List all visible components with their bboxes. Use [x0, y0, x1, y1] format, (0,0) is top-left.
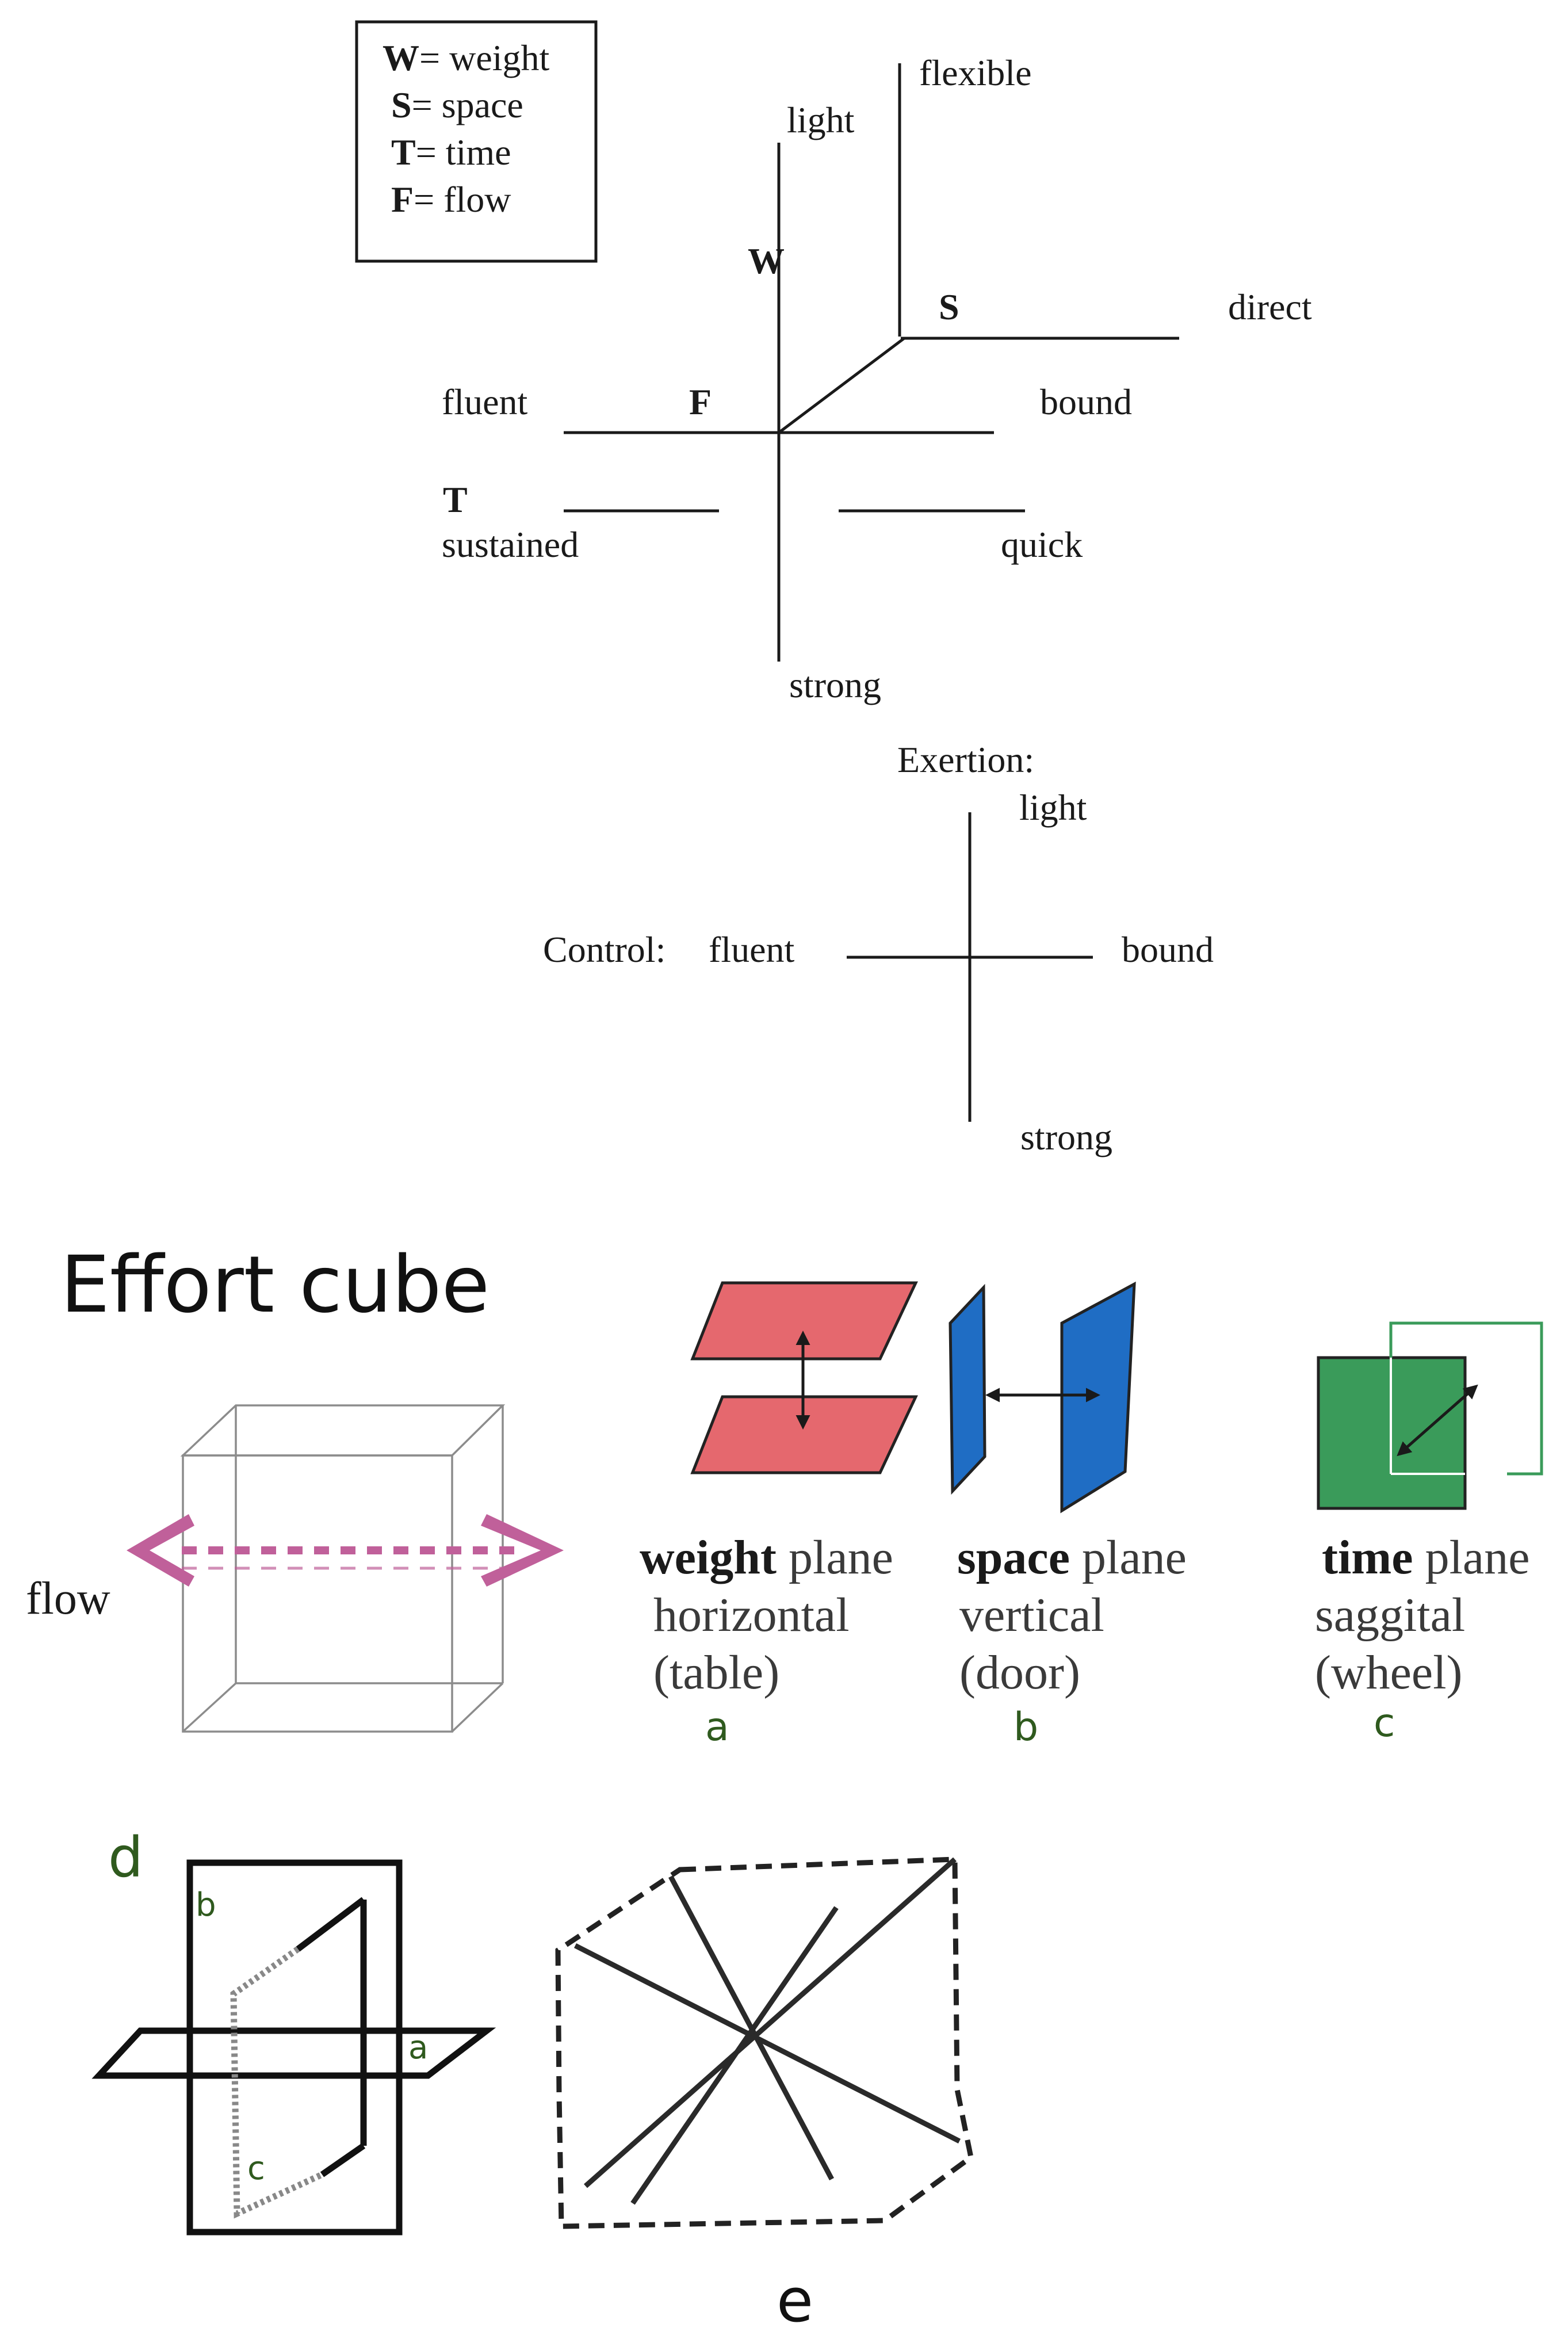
- label-direct: direct: [1228, 286, 1312, 327]
- legend-t-key: T: [391, 132, 416, 173]
- label-exertion-strong: strong: [1020, 1117, 1112, 1157]
- weight-plane-bottom: [690, 1395, 918, 1474]
- legend-f-key: F: [391, 179, 414, 220]
- legend-w-key: W: [383, 37, 419, 78]
- label-fluent: fluent: [442, 381, 528, 422]
- plane-c-outline: [230, 1946, 324, 2219]
- time-plane-line3: (wheel): [1315, 1646, 1463, 1699]
- figure-d-label: d: [108, 1825, 143, 1890]
- label-exertion-light: light: [1019, 787, 1087, 828]
- svg-text:S= space: S= space: [391, 85, 523, 125]
- weight-plane: weight plane horizontal (table) a: [640, 1281, 918, 1750]
- plane-a-outline: [91, 2027, 496, 2079]
- label-f-axis: F: [689, 381, 712, 422]
- label-control: Control:: [543, 929, 666, 970]
- label-light: light: [787, 100, 855, 140]
- legend-frame: [355, 20, 598, 263]
- time-plane: time plane saggital (wheel) c: [1315, 1321, 1543, 1746]
- effort-axes-3d: light flexible W S direct fluent F bound…: [442, 52, 1312, 705]
- svg-text:time plane: time plane: [1322, 1531, 1529, 1584]
- label-exertion: Exertion:: [897, 739, 1034, 780]
- weight-plane-letter: a: [705, 1705, 729, 1750]
- time-plane-letter: c: [1374, 1701, 1395, 1746]
- space-plane-line3: (door): [959, 1646, 1080, 1699]
- space-plane-line2: vertical: [959, 1588, 1104, 1642]
- svg-text:W= weight: W= weight: [383, 37, 550, 78]
- figure-e-label: e: [777, 2265, 813, 2336]
- space-axis-diagonal: [778, 337, 905, 434]
- figure-d: d b a c: [91, 1825, 496, 2236]
- label-w-axis: W: [748, 240, 785, 281]
- space-plane-rest: plane: [1070, 1531, 1187, 1584]
- space-plane: space plane vertical (door) b: [949, 1281, 1187, 1750]
- label-flexible: flexible: [919, 52, 1031, 93]
- time-plane-rest: plane: [1413, 1531, 1530, 1584]
- legend-s-text: = space: [412, 85, 523, 125]
- label-quick: quick: [1001, 524, 1083, 565]
- label-bound: bound: [1040, 381, 1132, 422]
- label-t-axis: T: [443, 479, 468, 520]
- space-plane-letter: b: [1014, 1705, 1038, 1750]
- cube-wireframe: [180, 1404, 506, 1733]
- legend-box: W= weight S= space T= time F= flow: [355, 20, 598, 263]
- effort-cube-section: Effort cube flow: [26, 1240, 564, 1733]
- flow-label: flow: [26, 1573, 110, 1624]
- weight-plane-bold: weight: [640, 1531, 777, 1584]
- weight-plane-line2: horizontal: [653, 1588, 850, 1642]
- space-plane-bold: space: [957, 1531, 1070, 1584]
- figure-d-b: b: [196, 1886, 216, 1924]
- flow-arrow: [127, 1514, 564, 1587]
- legend-s-key: S: [391, 85, 412, 125]
- legend-w-text: = weight: [419, 37, 550, 78]
- exertion-control-axes: Exertion: light Control: fluent bound st…: [543, 739, 1214, 1157]
- label-strong: strong: [789, 664, 881, 705]
- effort-cube-title: Effort cube: [60, 1240, 489, 1331]
- figure-e: e: [555, 1856, 974, 2336]
- svg-text:T= time: T= time: [391, 132, 511, 173]
- time-plane-line2: saggital: [1315, 1588, 1465, 1642]
- time-plane-back-outline: [1389, 1321, 1543, 1476]
- svg-text:weight plane: weight plane: [640, 1531, 893, 1584]
- time-plane-bold: time: [1322, 1531, 1413, 1584]
- space-plane-left: [949, 1283, 986, 1495]
- weight-plane-top: [690, 1281, 918, 1361]
- svg-text:space plane: space plane: [957, 1531, 1187, 1584]
- figure-d-a: a: [408, 2029, 428, 2066]
- plane-b-outline: [186, 1859, 403, 2236]
- polyhedron-diagonals: [573, 1857, 961, 2205]
- label-control-bound: bound: [1122, 929, 1214, 970]
- time-arrow: [1397, 1384, 1478, 1457]
- space-plane-right: [1060, 1281, 1136, 1514]
- label-sustained: sustained: [442, 524, 579, 565]
- figure-d-c: c: [247, 2150, 265, 2187]
- weight-plane-rest: plane: [777, 1531, 893, 1584]
- label-s-axis: S: [939, 286, 959, 327]
- legend-t-text: = time: [416, 132, 511, 173]
- legend-f-text: = flow: [414, 179, 511, 220]
- weight-plane-line3: (table): [653, 1646, 779, 1699]
- label-control-fluent: fluent: [709, 929, 795, 970]
- svg-text:F= flow: F= flow: [391, 179, 511, 220]
